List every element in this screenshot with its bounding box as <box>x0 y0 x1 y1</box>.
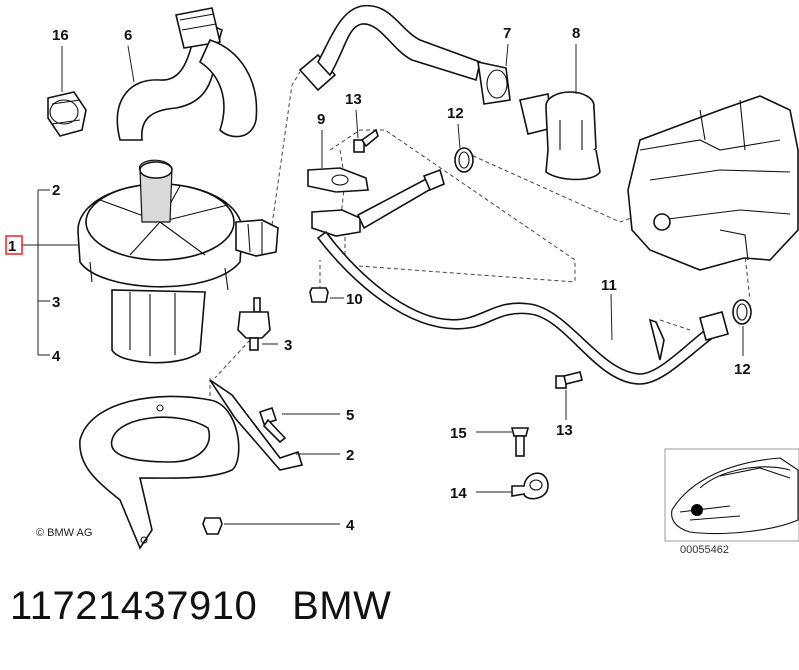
clip-part[interactable] <box>511 472 549 500</box>
air-pump-part[interactable] <box>77 159 279 364</box>
footer-brand: BMW <box>292 584 392 628</box>
label-pump: 1 <box>8 238 16 255</box>
group-bracket <box>22 189 78 356</box>
grommet-part[interactable] <box>309 287 329 303</box>
label-hose-short: 6 <box>124 27 132 44</box>
selection-box <box>5 235 23 255</box>
label-mount: 3 <box>284 337 292 354</box>
label-grommet: 10 <box>346 291 363 308</box>
label-screw: 15 <box>450 425 467 442</box>
label-bracket: 2 <box>346 447 354 464</box>
label-bolt-bracket: 5 <box>346 407 354 424</box>
vehicle-thumbnail[interactable]: 00055462 <box>664 448 799 556</box>
label-gasket: 9 <box>317 111 325 128</box>
parts-diagram: 1 2 3 4 16 6 7 8 9 13 12 10 11 12 13 3 5… <box>5 4 799 556</box>
leader-lines <box>224 109 512 525</box>
bolt-part[interactable] <box>258 406 287 444</box>
label-rubber-foot: 4 <box>346 517 355 534</box>
valve-hose-part[interactable] <box>298 4 511 105</box>
label-seal-top: 12 <box>447 105 464 122</box>
label-pump-cover: 2 <box>52 182 60 199</box>
label-pump-motor: 3 <box>52 294 60 311</box>
label-valve-hose: 7 <box>503 25 511 42</box>
mount-part[interactable] <box>237 297 271 351</box>
label-pipe: 11 <box>601 277 617 294</box>
bolt-right-part[interactable] <box>555 371 583 420</box>
copyright-text: © BMW AG <box>36 527 92 539</box>
label-bolt-top: 13 <box>345 91 362 108</box>
bolt-top-part[interactable] <box>353 128 379 153</box>
rubber-foot-part[interactable] <box>202 517 223 535</box>
ring-part[interactable] <box>47 46 87 137</box>
label-valve: 8 <box>572 25 580 42</box>
label-clip: 14 <box>450 485 467 502</box>
seal-right-part[interactable] <box>732 299 752 356</box>
valve-part[interactable] <box>519 44 601 181</box>
label-bolt-right: 13 <box>556 422 573 439</box>
footer-caption: 11721437910 BMW <box>10 584 391 629</box>
gasket-part[interactable] <box>307 130 369 193</box>
hose-part[interactable] <box>116 7 258 141</box>
screw-part[interactable] <box>510 427 530 457</box>
location-marker <box>691 504 703 516</box>
label-pump-bracket-lower: 4 <box>52 348 61 365</box>
label-seal-right: 12 <box>734 361 751 378</box>
footer-part-number: 11721437910 <box>10 584 258 628</box>
pipe-part[interactable] <box>311 168 729 385</box>
thumbnail-code: 00055462 <box>680 544 729 556</box>
seal-top-part[interactable] <box>454 123 474 173</box>
callout-labels: 1 2 3 4 16 6 7 8 9 13 12 10 11 12 13 3 5… <box>8 25 751 534</box>
label-ring: 16 <box>52 27 69 44</box>
engine-part[interactable] <box>627 95 799 271</box>
bracket-part[interactable] <box>79 379 304 550</box>
